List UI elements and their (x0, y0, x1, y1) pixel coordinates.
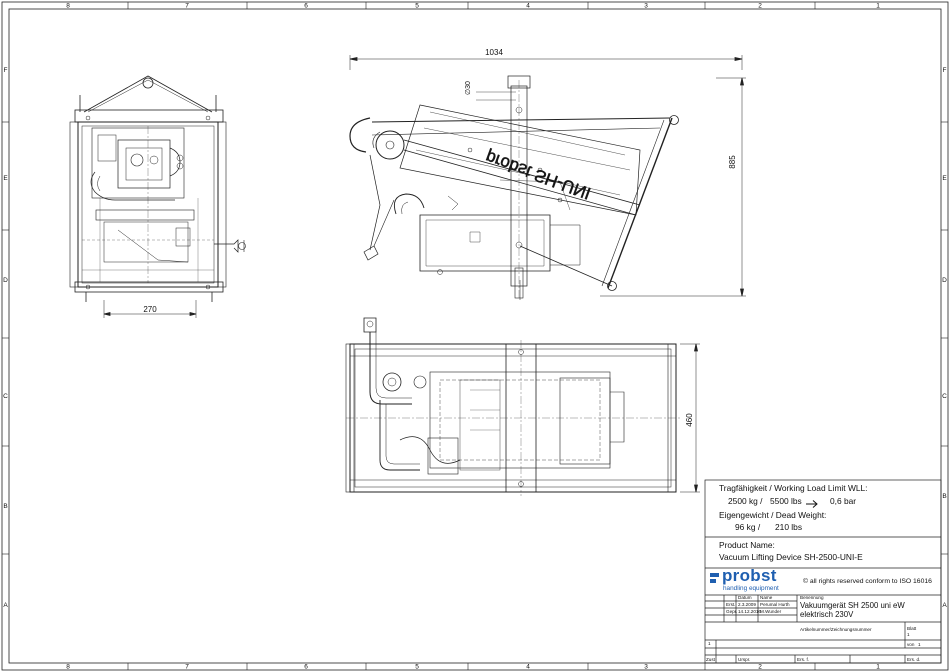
col-label-top: 8 (66, 3, 70, 10)
von-label: von (907, 642, 915, 647)
von-value: 1 (918, 642, 921, 647)
erst-name: Perumal Hurth (760, 602, 790, 607)
product-heading: Product Name: (719, 540, 775, 550)
rev-index: 1 (708, 641, 711, 646)
weight-lbs: 210 lbs (775, 522, 803, 532)
row-label-left: F (4, 67, 8, 74)
title-block-frame (704, 479, 942, 664)
ers-label: Ers. f. (797, 657, 809, 662)
weight-kg: 96 kg / (735, 522, 761, 532)
row-label-right: B (942, 493, 946, 500)
product-name: Vacuum Lifting Device SH-2500-UNI-E (719, 552, 863, 562)
blatt-label: Blatt (907, 626, 917, 631)
vacuum-value: 0,6 bar (830, 496, 857, 506)
gepr-name: M.Wunder (760, 609, 782, 614)
wll-heading: Tragfähigkeit / Working Load Limit WLL: (719, 483, 868, 493)
benennung-label: Benennung (800, 595, 824, 600)
col-label-top: 6 (304, 3, 308, 10)
designation-line1: Vakuumgerät SH 2500 uni eW (800, 601, 905, 610)
dimension-height: 885 (728, 155, 737, 169)
designation-line2: elektrisch 230V (800, 610, 854, 619)
probst-logo-mark (710, 573, 719, 583)
row-label-left: A (3, 602, 8, 609)
row-label-left: B (3, 503, 7, 510)
part-label-sh-uni: probst SH-UNI (483, 147, 593, 203)
ers-d-label: Ers. d. (907, 657, 921, 662)
row-label-left: C (3, 393, 8, 400)
dimension-front-width: 270 (143, 305, 157, 314)
row-label-right: F (943, 67, 947, 74)
col-label-top: 4 (526, 3, 530, 10)
row-label-right: A (942, 602, 947, 609)
front-view (69, 75, 246, 318)
gepr-label: Gepr. (726, 609, 738, 614)
urspr-label: Urspr. (738, 657, 751, 662)
col-label-top: 2 (758, 3, 762, 10)
inner-frame (8, 8, 942, 664)
row-label-left: E (3, 175, 8, 182)
col-label-bottom: 4 (526, 664, 530, 671)
col-label-top: 3 (644, 3, 648, 10)
row-label-right: E (942, 175, 947, 182)
col-label-bottom: 1 (876, 664, 880, 671)
row-label-left: D (3, 277, 8, 284)
side-view (349, 55, 746, 300)
dimension-top-width: 460 (685, 413, 694, 427)
logo-word: probst (722, 566, 777, 585)
col-label-top: 1 (876, 3, 880, 10)
dimension-overall-length: 1034 (485, 48, 503, 57)
col-label-bottom: 3 (644, 664, 648, 671)
rights-notice: © all rights reserved conform to ISO 160… (803, 578, 932, 585)
vacuum-arrow-icon (806, 500, 818, 508)
gepr-date: 14.12.2016 (738, 609, 761, 614)
col-label-bottom: 2 (758, 664, 762, 671)
erst-date: 2.3.2009 (738, 602, 756, 607)
dimension-diameter: ∅30 (465, 81, 472, 95)
col-datum-label: Datum (738, 595, 752, 600)
wll-lbs: 5500 lbs (770, 496, 802, 506)
article-number-label: Artikelnummer/Zeichnungsnummer (800, 627, 872, 632)
zone-labels: 8 7 6 5 4 3 2 1 8 7 6 5 4 3 2 1 F E D C … (3, 3, 947, 671)
col-name-label: Name (760, 595, 773, 600)
weight-heading: Eigengewicht / Dead Weight: (719, 510, 827, 520)
wll-kg: 2500 kg / (728, 496, 763, 506)
col-label-bottom: 5 (415, 664, 419, 671)
erst-label: Erst. (726, 602, 736, 607)
row-label-right: D (942, 277, 947, 284)
col-label-top: 5 (415, 3, 419, 10)
col-label-bottom: 7 (185, 664, 189, 671)
col-label-bottom: 8 (66, 664, 70, 671)
zust-label: Zust (706, 657, 715, 662)
top-view (345, 317, 700, 496)
col-label-bottom: 6 (304, 664, 308, 671)
col-label-top: 7 (185, 3, 189, 10)
blatt-value: 1 (907, 632, 910, 637)
row-label-right: C (942, 393, 947, 400)
logo-tagline: handling equipment (723, 585, 779, 592)
